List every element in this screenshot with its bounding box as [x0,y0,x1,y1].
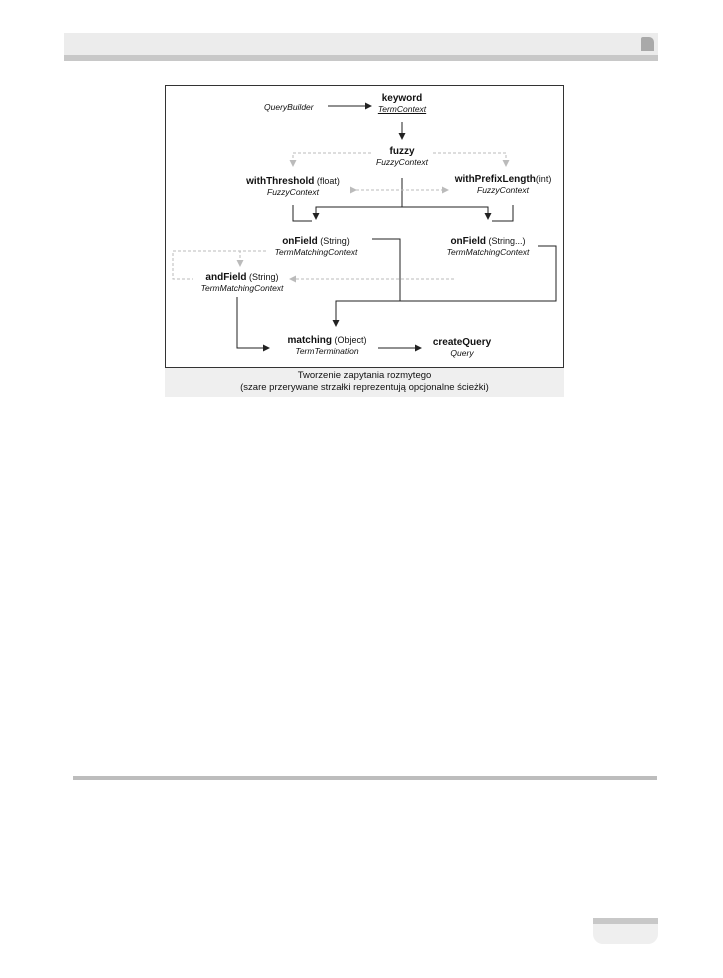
arrow-onfield2-matching [400,245,557,302]
arrow-prefix-onfield2 [492,205,514,222]
page-header-bar [64,33,658,61]
arrow-threshold-onfield [292,205,312,222]
node-querybuilder: QueryBuilder [264,102,314,112]
node-fuzzy: fuzzy FuzzyContext [376,146,428,167]
header-tab-marker [641,37,654,51]
optional-arrow-fuzzy-threshold [289,152,371,167]
diagram-connectors [172,102,557,352]
arrow-fuzzy-onfield2 [402,206,492,220]
caption-line-1: Tworzenie zapytania rozmytego [297,370,432,381]
footer-rule [73,776,657,780]
optional-arrow-onfield-andfield-top [236,250,266,267]
node-onfield-string: onField (String) TermMatchingContext [274,236,358,257]
page-number-tab [593,918,658,944]
arrow-andfield-matching [236,297,270,352]
caption-line-2: (szare przerywane strzałki reprezentują … [240,382,489,393]
node-createquery: createQuery Query [432,337,492,358]
node-matching: matching (Object) TermTermination [287,335,367,356]
fuzzy-query-diagram: QueryBuilder keyword TermContext fuzzy F… [165,85,564,368]
figure: QueryBuilder keyword TermContext fuzzy F… [165,85,564,397]
figure-caption: Tworzenie zapytania rozmytego (szare prz… [165,368,564,397]
optional-arrow-onfield-andfield [172,250,266,280]
optional-arrow-fuzzy-prefix [433,152,510,167]
node-withthreshold: withThreshold (float) FuzzyContext [246,176,340,197]
node-onfield-varargs: onField (String...) TermMatchingContext [446,236,530,257]
node-andfield: andField (String) TermMatchingContext [200,272,284,293]
node-withprefixlength: withPrefixLength(int) FuzzyContext [454,174,552,195]
node-keyword: keyword TermContext [377,93,427,114]
